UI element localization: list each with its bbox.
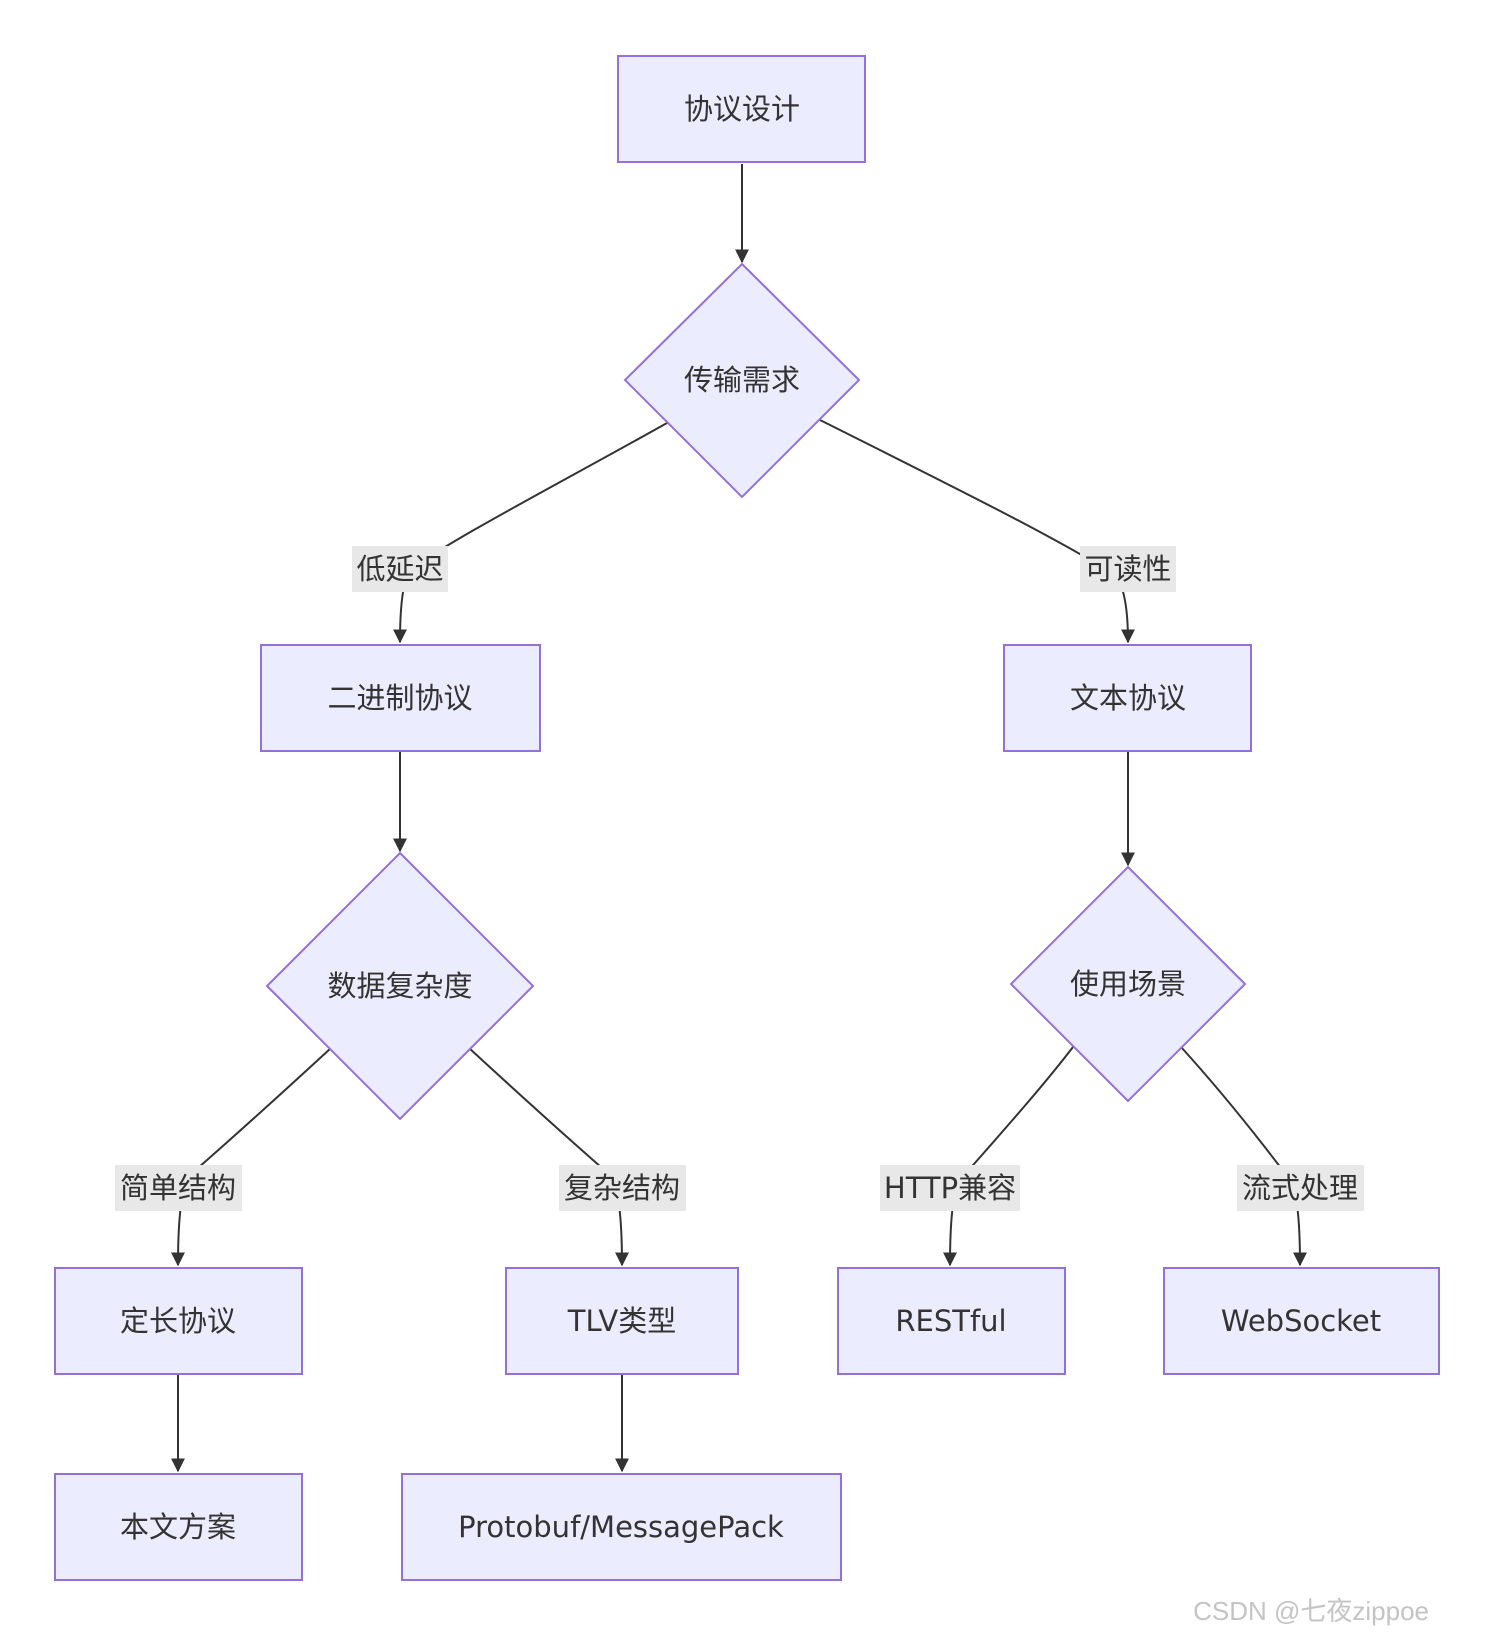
edge-label-streaming: 流式处理 bbox=[1237, 1165, 1364, 1211]
svg-text:简单结构: 简单结构 bbox=[120, 1171, 236, 1205]
svg-text:二进制协议: 二进制协议 bbox=[327, 681, 472, 715]
node-protocol-design: 协议设计 bbox=[617, 55, 866, 163]
node-fixed-length: 定长协议 bbox=[54, 1267, 303, 1375]
node-text-protocol: 文本协议 bbox=[1003, 644, 1252, 752]
svg-text:可读性: 可读性 bbox=[1084, 552, 1171, 586]
svg-text:TLV类型: TLV类型 bbox=[567, 1304, 677, 1338]
svg-text:文本协议: 文本协议 bbox=[1070, 681, 1186, 715]
svg-text:Protobuf/MessagePack: Protobuf/MessagePack bbox=[458, 1510, 784, 1544]
svg-text:流式处理: 流式处理 bbox=[1242, 1171, 1358, 1205]
edge-complexity-to-tlv bbox=[468, 1047, 629, 1267]
node-text-solution: 本文方案 bbox=[54, 1473, 303, 1581]
node-websocket: WebSocket bbox=[1163, 1267, 1440, 1375]
node-data-complexity: 数据复杂度 bbox=[265, 851, 535, 1121]
svg-text:本文方案: 本文方案 bbox=[120, 1510, 236, 1544]
svg-text:定长协议: 定长协议 bbox=[120, 1304, 236, 1338]
edge-labels: 低延迟 可读性 简单结构 复杂结构 HTTP兼容 流式处理 bbox=[115, 546, 1364, 1211]
svg-text:低延迟: 低延迟 bbox=[356, 552, 443, 586]
edge-scenario-to-websocket bbox=[1180, 1046, 1307, 1267]
node-binary-protocol: 二进制协议 bbox=[260, 644, 541, 752]
node-protobuf: Protobuf/MessagePack bbox=[401, 1473, 842, 1581]
node-tlv-type: TLV类型 bbox=[505, 1267, 739, 1375]
watermark: CSDN @七夜zippoe bbox=[1193, 1596, 1429, 1626]
edge-label-complex-structure: 复杂结构 bbox=[559, 1165, 686, 1211]
edge-label-readability: 可读性 bbox=[1080, 546, 1176, 592]
edge-label-low-latency: 低延迟 bbox=[352, 546, 448, 592]
edge-label-http-compat: HTTP兼容 bbox=[880, 1165, 1020, 1211]
svg-text:复杂结构: 复杂结构 bbox=[564, 1171, 680, 1205]
svg-text:数据复杂度: 数据复杂度 bbox=[327, 969, 472, 1003]
nodes: 协议设计 传输需求 二进制协议 文本协议 数据复杂度 使用场景 定长协议 TL bbox=[54, 55, 1440, 1581]
svg-text:使用场景: 使用场景 bbox=[1070, 967, 1186, 1001]
edge-complexity-to-fixed bbox=[171, 1047, 332, 1267]
svg-text:WebSocket: WebSocket bbox=[1221, 1304, 1381, 1338]
svg-text:HTTP兼容: HTTP兼容 bbox=[884, 1171, 1016, 1205]
edge-label-simple-structure: 简单结构 bbox=[115, 1165, 242, 1211]
edge-scenario-to-restful bbox=[943, 1046, 1074, 1267]
node-restful: RESTful bbox=[837, 1267, 1066, 1375]
svg-text:协议设计: 协议设计 bbox=[684, 92, 800, 126]
node-transport-needs: 传输需求 bbox=[623, 262, 861, 499]
edge-needs-to-text bbox=[819, 419, 1135, 644]
svg-text:传输需求: 传输需求 bbox=[684, 363, 800, 397]
node-usage-scenario: 使用场景 bbox=[1009, 865, 1247, 1103]
svg-text:RESTful: RESTful bbox=[895, 1304, 1006, 1338]
edge-needs-to-binary bbox=[393, 422, 668, 644]
